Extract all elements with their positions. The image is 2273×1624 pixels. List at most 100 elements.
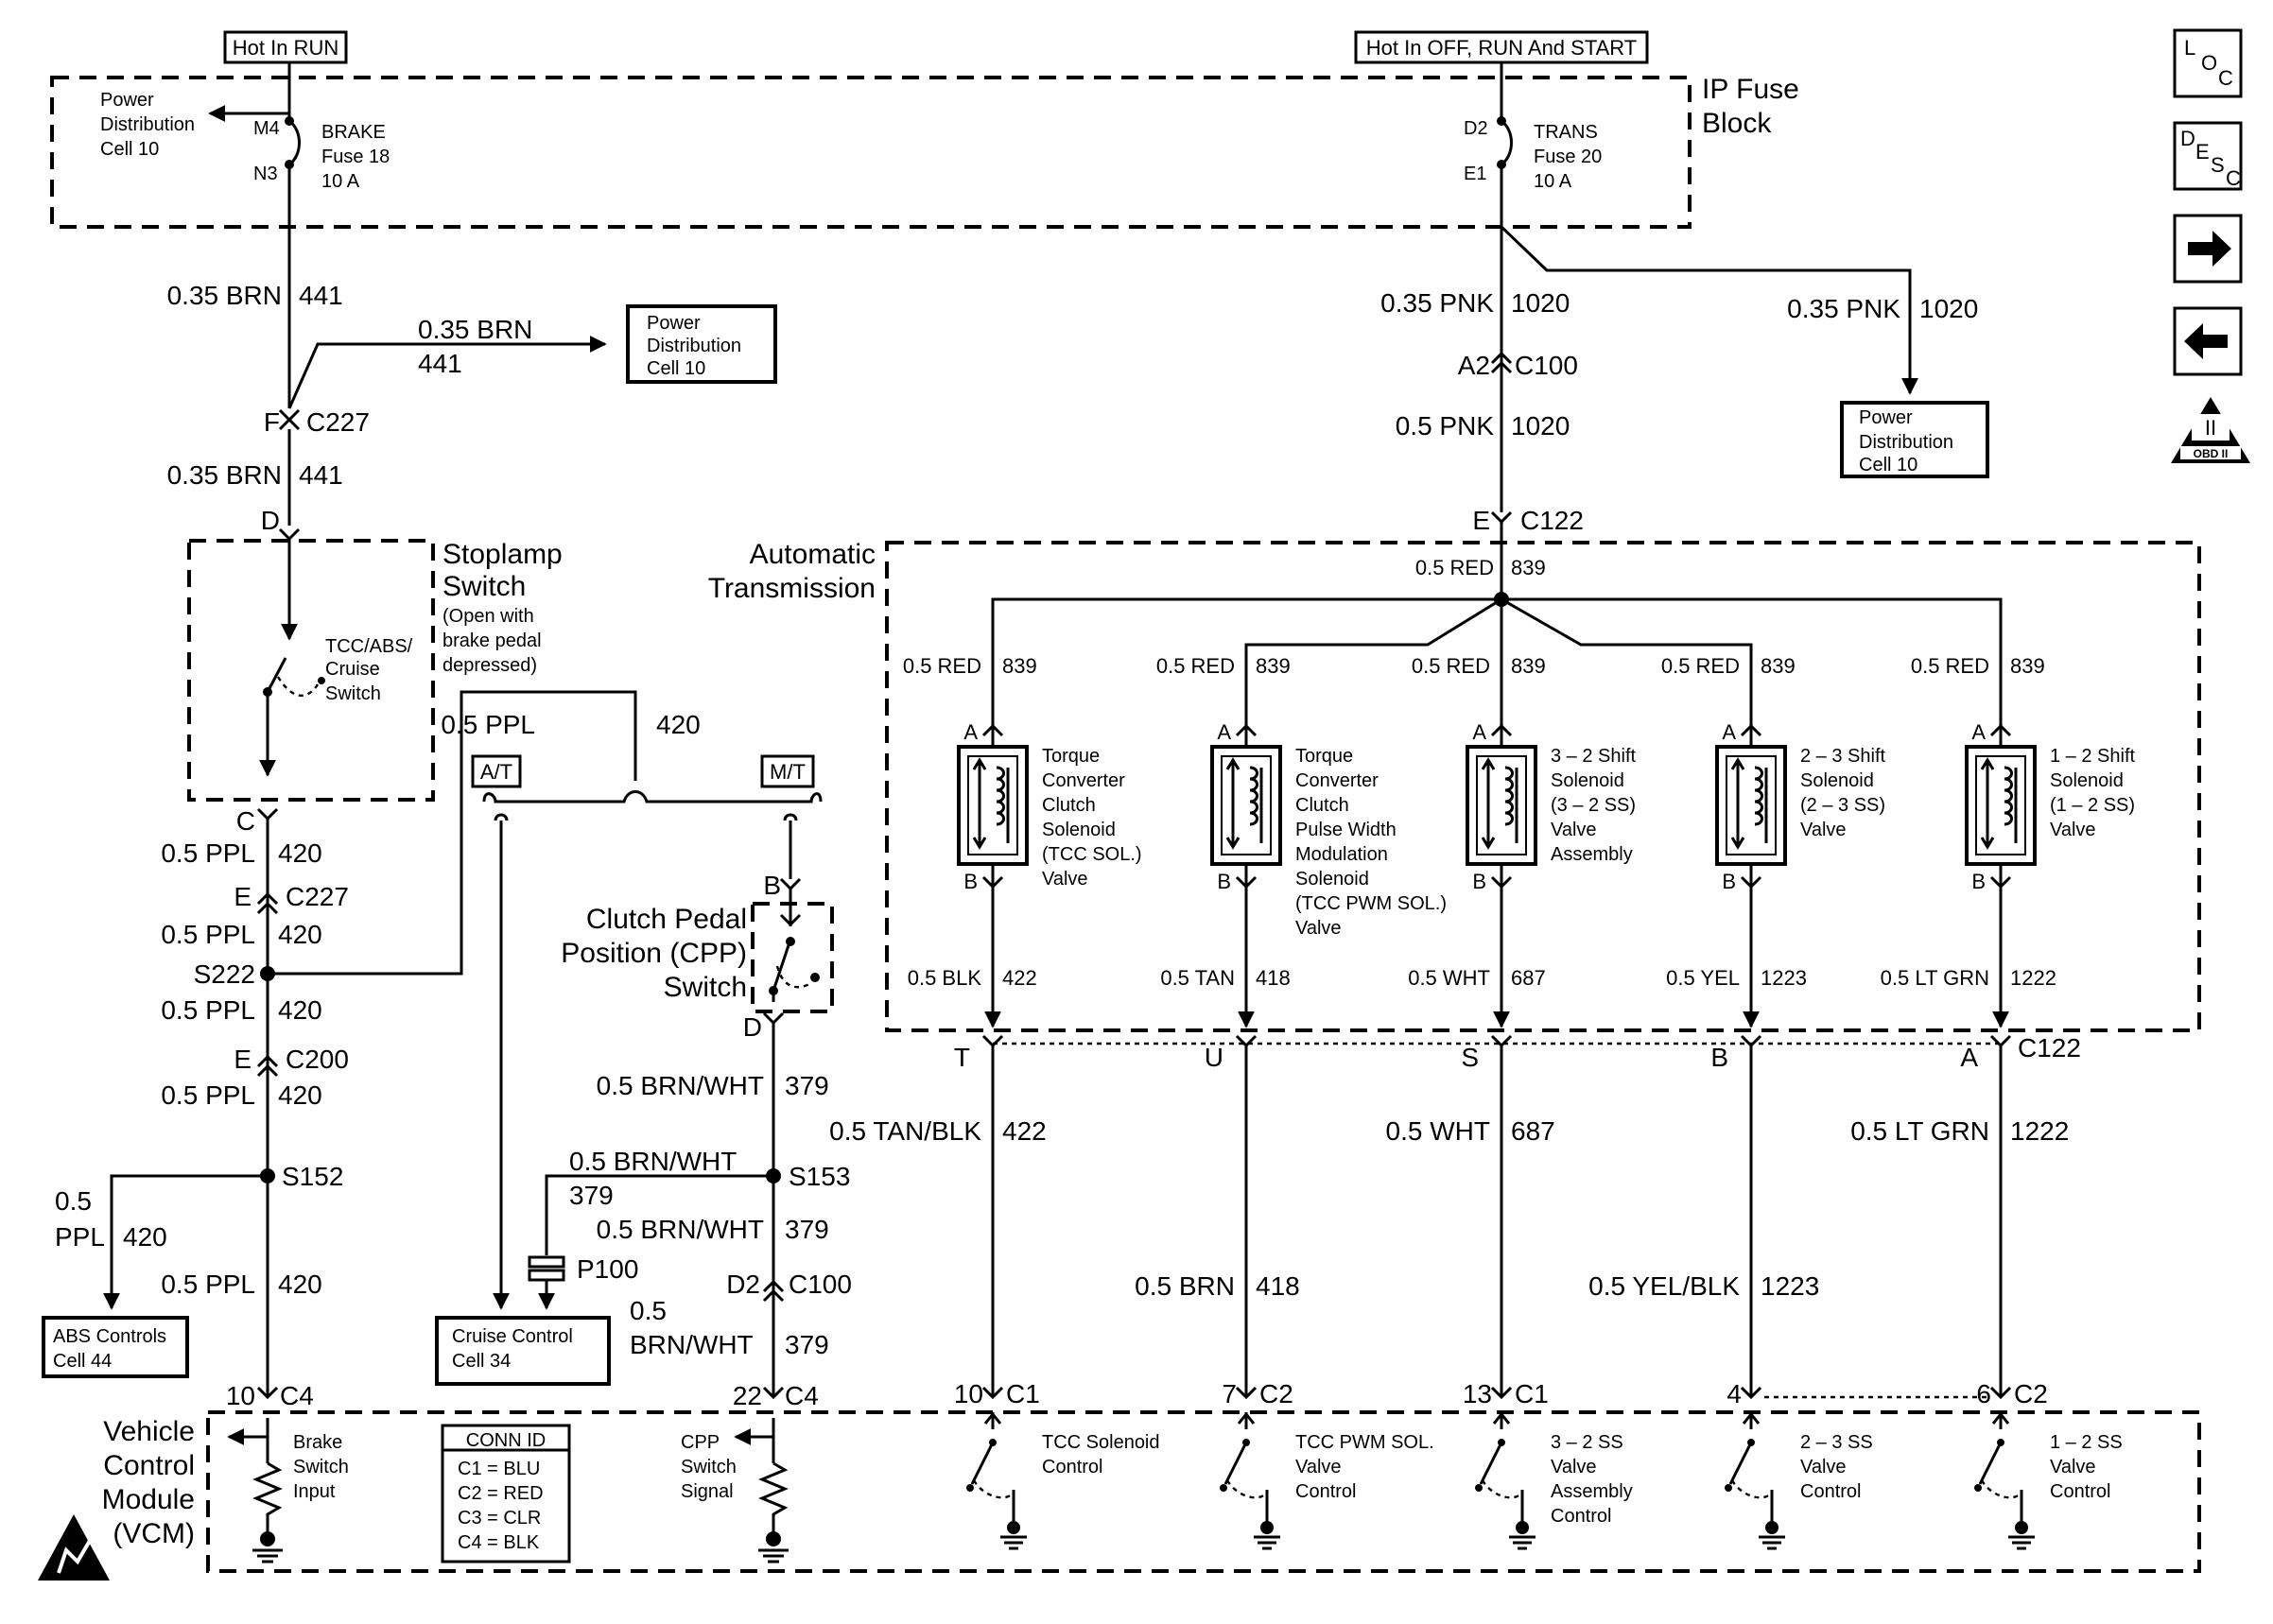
- stoplamp-label-2: Switch: [442, 571, 526, 602]
- vcm-outline: [206, 1410, 2201, 1573]
- output-circuit: 422: [1002, 1116, 1047, 1146]
- svg-text:S: S: [2211, 153, 2225, 177]
- connector-c200-id: C200: [286, 1045, 349, 1074]
- ip-fuse-block-label: IP Fuse: [1702, 74, 1799, 105]
- wire-839-12ss: [1501, 597, 2003, 735]
- hot-in-run-label: Hot In RUN: [223, 30, 348, 64]
- option-at-stub: [494, 813, 509, 821]
- solenoid-pin-a: A: [963, 720, 978, 744]
- right-arrow-icon[interactable]: [2173, 214, 2243, 284]
- desc-button[interactable]: D E S C: [2173, 121, 2243, 191]
- connector-c227-f-id: C227: [306, 407, 370, 437]
- left-arrow-icon[interactable]: [2173, 306, 2243, 376]
- wire-441-a-circuit: 441: [299, 281, 343, 310]
- wire-379-branch: [545, 1174, 773, 1255]
- solenoid-label-line: Valve: [1800, 820, 1847, 840]
- solenoid-label-line: 2 – 3 Shift: [1800, 746, 1886, 767]
- wire-379-b-gauge: 0.5 BRN/WHT: [597, 1215, 764, 1244]
- connector-c200-symbol: [256, 1054, 279, 1078]
- jumper-420-gauge: 0.5 PPL: [441, 710, 535, 739]
- trans-fuse-term-1: [1497, 116, 1506, 126]
- solenoid-label-line: Pulse Width: [1295, 820, 1397, 840]
- output-conn: C1: [1006, 1379, 1040, 1408]
- vcm-cpp-connector-symbol: [762, 1386, 785, 1400]
- wire-441-b-gauge: 0.35 BRN: [167, 460, 282, 490]
- solenoid-label-line: Valve: [1042, 869, 1088, 890]
- output-circuit: 1222: [2010, 1116, 2069, 1146]
- stoplamp-pin-c-symbol: [256, 807, 279, 821]
- brake-fuse-number: Fuse 18: [321, 147, 390, 167]
- output-gauge-lower: 0.5 BRN: [1135, 1271, 1235, 1301]
- solenoid-coil: [996, 766, 1005, 826]
- solenoid-pin-b-symbol: [981, 864, 1004, 890]
- connector-c227-e-id: C227: [286, 882, 349, 911]
- svg-text:C: C: [2226, 166, 2241, 190]
- driver-ground-node: [1765, 1521, 1778, 1534]
- wire-379-b-circuit: 379: [785, 1215, 829, 1244]
- cpp-pin-b-symbol: [779, 877, 802, 891]
- obd-ii-icon[interactable]: II OBD II: [2171, 397, 2250, 463]
- hot-in-all-label: Hot In OFF, RUN And START: [1354, 30, 1649, 64]
- solenoid-out-gauge: 0.5 YEL: [1666, 966, 1740, 990]
- vcm-brake-pin: 10: [226, 1381, 255, 1410]
- solenoid-feed-gauge: 0.5 RED: [1911, 654, 1989, 678]
- stoplamp-label-1: Stoplamp: [442, 539, 563, 570]
- wire-839-pwm: [1244, 597, 1502, 735]
- driver-ground-icon: [2008, 1490, 2035, 1550]
- solenoid-armature: [1225, 757, 1241, 850]
- tcc-switch-label-2: Cruise: [325, 659, 380, 680]
- connector-c227-e-pin: E: [234, 882, 252, 911]
- connector-c100-a2-id: C100: [1515, 351, 1578, 380]
- loc-button[interactable]: L O C: [2173, 28, 2243, 98]
- splice-s152-label: S152: [282, 1162, 343, 1191]
- ip-fuse-block-outline: [50, 76, 1692, 229]
- wire-839-feed-gauge: 0.5 RED: [1415, 556, 1494, 579]
- solenoid-armature: [972, 757, 987, 850]
- svg-text:C: C: [2218, 66, 2233, 90]
- wire-1020-branch-circuit: 1020: [1919, 294, 1978, 323]
- wire-441-branch: [287, 336, 607, 409]
- solenoid-pin-a-symbol: [1989, 723, 2012, 747]
- svg-text:ABS Controls: ABS Controls: [53, 1326, 166, 1347]
- vcm-label-1: Vehicle: [103, 1416, 195, 1447]
- wire-420-g-gauge: 0.5 PPL: [161, 1270, 255, 1299]
- output-gauge: 0.5 WHT: [1386, 1116, 1490, 1146]
- vcm-brake-conn: C4: [280, 1381, 314, 1410]
- wire-379-branch-gauge: 0.5 BRN/WHT: [569, 1147, 737, 1176]
- svg-text:Power: Power: [1859, 407, 1913, 428]
- wire-441-a-gauge: 0.35 BRN: [167, 281, 282, 310]
- stoplamp-switch-outline: [187, 539, 435, 802]
- solenoid-armature: [1980, 757, 1995, 850]
- connector-c122-e-symbol: [1490, 510, 1513, 525]
- solenoid-out-circuit: 422: [1002, 966, 1037, 990]
- wire-1020-b-circuit: 1020: [1511, 411, 1570, 441]
- driver-ground-icon: [1509, 1490, 1536, 1550]
- connector-c100-d2-id: C100: [789, 1270, 852, 1299]
- brake-fuse-symbol: [287, 119, 301, 166]
- wire-441-b-circuit: 441: [299, 460, 343, 490]
- svg-text:Cruise Control: Cruise Control: [452, 1326, 573, 1347]
- wire-1020-branch: [1500, 225, 1918, 395]
- solenoid-label-line: Valve: [1295, 918, 1342, 939]
- solenoid-pin-b: B: [1722, 870, 1736, 893]
- solenoid-feed-circuit: 839: [2010, 654, 2045, 678]
- wire-420-f-circuit: 420: [278, 1080, 322, 1110]
- brake-input-label-2: Switch: [293, 1457, 349, 1477]
- wire-420-e-gauge: 0.5 PPL: [161, 995, 255, 1025]
- ip-fuse-block-label-2: Block: [1702, 108, 1772, 139]
- solenoid-out-circuit: 418: [1256, 966, 1291, 990]
- solenoid-pin-a-symbol: [1740, 723, 1762, 747]
- trans-fuse-pin-out: E1: [1464, 164, 1486, 184]
- driver-switch-contact: [1220, 1484, 1227, 1492]
- driver-switch-dash: [1225, 1479, 1269, 1499]
- cpp-input-label-3: Signal: [681, 1481, 734, 1502]
- conn-id-table: CONN ID C1 = BLU C2 = RED C3 = CLR C4 = …: [441, 1424, 571, 1564]
- wire-1020-branch-gauge: 0.35 PNK: [1787, 294, 1900, 323]
- stoplamp-pin-c: C: [236, 806, 255, 836]
